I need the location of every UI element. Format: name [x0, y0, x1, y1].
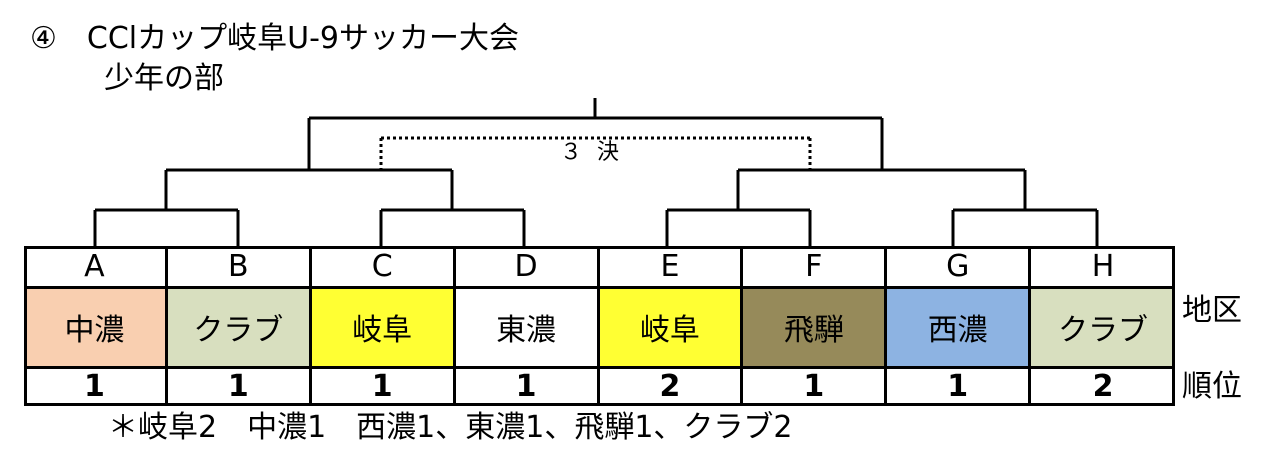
rank-row-label: 順位: [1182, 369, 1242, 404]
team-region-cell: クラブ: [1031, 287, 1175, 367]
footnote: ＊岐阜2 中濃1 西濃1、東濃1、飛騨1、クラブ2: [108, 410, 793, 445]
team-code-cell: D: [456, 246, 600, 287]
third-place-label: ３ 決: [560, 140, 623, 165]
grid-divider: [24, 286, 1175, 289]
team-code-cell: C: [312, 246, 456, 287]
team-code-cell: G: [887, 246, 1032, 287]
team-region-cell: 西濃: [887, 287, 1032, 367]
team-code-cell: B: [168, 246, 312, 287]
team-rank-cell: 1: [887, 367, 1032, 406]
grid-divider: [24, 366, 1175, 369]
team-region-cell: 飛騨: [743, 287, 888, 367]
team-rank-cell: 1: [456, 367, 600, 406]
team-rank-cell: 2: [1092, 369, 1114, 404]
team-code-cell: A: [24, 246, 168, 287]
team-rank-cell: 2: [600, 367, 744, 406]
team-region-row: 中濃 クラブ 岐阜 東濃 岐阜 飛騨 西濃 クラブ: [24, 287, 1175, 367]
team-region-cell: 東濃: [455, 287, 600, 367]
team-rank-row: 1 1 1 1 2 1 1 2: [24, 367, 1175, 406]
team-rank-cell: 1: [312, 367, 456, 406]
team-rank-cell: 1: [168, 367, 312, 406]
team-region-cell: 岐阜: [311, 287, 456, 367]
team-code-cell: F: [743, 246, 888, 287]
team-region-cell: クラブ: [167, 287, 312, 367]
team-code-row: A B C D E F G H: [24, 246, 1175, 287]
team-code-cell: H: [1091, 249, 1115, 284]
team-grid: A B C D E F G H 中濃 クラブ 岐阜 東濃 岐阜 飛騨 西濃 クラ…: [24, 246, 1175, 406]
team-code-cell: E: [600, 246, 744, 287]
team-rank-cell: 1: [24, 367, 168, 406]
team-region-cell: 中濃: [24, 287, 168, 367]
team-region-cell: 岐阜: [599, 287, 744, 367]
team-rank-cell: 1: [743, 367, 888, 406]
region-row-label: 地区: [1182, 293, 1242, 328]
page-subtitle: 少年の部: [104, 61, 224, 96]
page-title: ④ CClカップ岐阜U-9サッカー大会: [30, 21, 519, 56]
